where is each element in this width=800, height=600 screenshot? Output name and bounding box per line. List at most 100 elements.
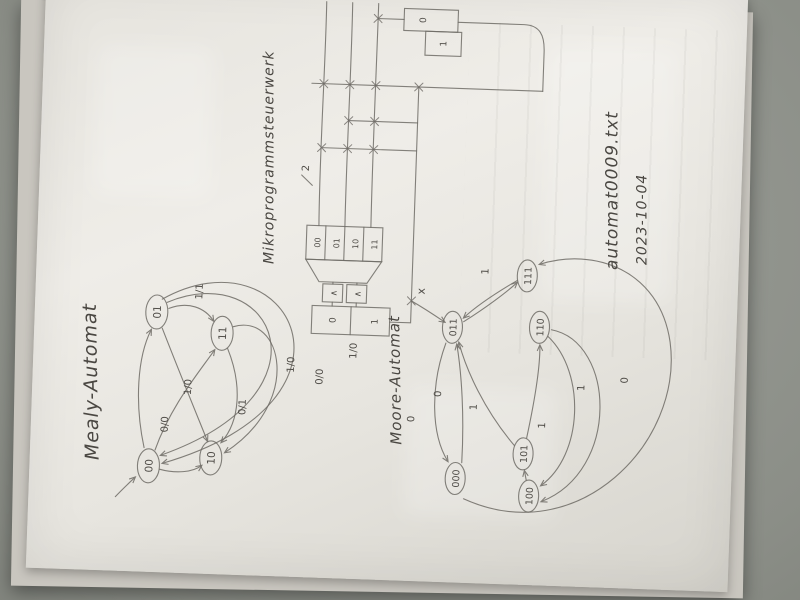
moore-title: Moore-Automat	[385, 315, 405, 445]
mealy-state-00	[136, 448, 160, 484]
bus-line	[370, 2, 380, 228]
filename-note: automat0009.txt	[603, 111, 623, 270]
microprogram-circuit: Mikroprogrammsteuerwerk 00	[262, 1, 545, 337]
register-bit-label: 0	[329, 317, 339, 323]
mealy-edge-label: 1/0	[286, 356, 298, 372]
moore-state-110	[528, 310, 551, 344]
mealy-edge-label: 1/0	[348, 343, 360, 359]
circuit-title: Mikroprogrammsteuerwerk	[262, 50, 278, 264]
moore-edge-label: 1	[537, 422, 548, 429]
moore-edge	[434, 342, 449, 463]
mealy-edge-arc	[223, 324, 278, 454]
x-mark	[342, 143, 353, 154]
register-bit-label: 1	[371, 319, 381, 325]
moore-edge	[462, 279, 518, 319]
decoder-cell-label: 10	[351, 239, 360, 249]
moore-state-011	[441, 310, 464, 344]
mealy-edge	[168, 304, 215, 323]
mealy-state-10-label: 10	[206, 451, 218, 465]
decoder-cell-label: 00	[313, 237, 322, 247]
mealy-diagram: Mealy-Automat 00 01 10 11	[79, 281, 360, 498]
moore-diagram: Moore-Automat x 011 000 111 110 101 100	[385, 258, 672, 513]
moore-edge	[539, 336, 576, 487]
x-mark	[317, 143, 327, 153]
handwritten-content-svg: Mealy-Automat 00 01 10 11	[79, 1, 672, 513]
mealy-edge-label: 0/0	[314, 368, 326, 384]
bus-line	[344, 2, 354, 228]
moore-edge-label: 1	[480, 268, 491, 275]
bus-width-label: 2	[301, 165, 312, 172]
wire	[321, 147, 418, 152]
moore-state-000-label: 000	[451, 469, 463, 488]
moore-edge	[457, 340, 515, 447]
moore-edge-label: 1	[469, 404, 480, 411]
moore-input-arrow	[410, 300, 447, 324]
and-gate-label: ∧	[329, 290, 339, 297]
register-divider	[349, 306, 352, 336]
flipflop-bit-label: 0	[419, 17, 429, 23]
mealy-edge-arc	[160, 281, 295, 465]
mealy-edge-label: 0/0	[160, 416, 172, 432]
moore-edge-loop	[462, 258, 672, 513]
x-mark	[345, 79, 355, 90]
date-note: 2023-10-04	[635, 174, 651, 265]
moore-state-110-label: 110	[535, 318, 547, 337]
mealy-title: Mealy-Automat	[79, 302, 104, 460]
handwritten-content: Mealy-Automat 00 01 10 11	[26, 0, 748, 575]
feedback-wire	[457, 21, 545, 92]
mealy-edge-arc	[159, 292, 272, 457]
x-mark	[414, 82, 424, 92]
wire	[348, 120, 419, 124]
moore-state-111	[516, 259, 538, 293]
junction-x-marks	[317, 13, 424, 306]
mealy-start-arrow	[114, 476, 137, 498]
moore-edge	[463, 281, 519, 323]
moore-edge-label: 0	[433, 390, 444, 397]
moore-edge	[454, 342, 464, 464]
moore-state-011-label: 011	[448, 318, 460, 337]
moore-edge-label: 1	[576, 384, 587, 391]
bus-line	[318, 1, 328, 227]
mealy-edge-label: 1/0	[183, 379, 195, 395]
mealy-state-11	[210, 315, 234, 351]
moore-state-000	[444, 461, 466, 496]
moore-edge-label: 0	[406, 416, 417, 423]
x-mark	[369, 116, 380, 127]
gate-wires	[331, 281, 358, 308]
flipflop-box	[403, 7, 460, 33]
moore-edge	[522, 469, 529, 481]
moore-state-100-label: 100	[524, 487, 536, 506]
bus-width-slash	[301, 174, 313, 186]
mealy-state-10	[199, 440, 223, 476]
mealy-state-01-label: 01	[152, 305, 164, 319]
mealy-edge	[137, 328, 153, 449]
moore-edge-label: 0	[620, 377, 631, 384]
moore-edge-loop	[539, 329, 601, 503]
x-mark	[368, 144, 379, 155]
mealy-edge	[220, 347, 238, 444]
x-mark	[319, 79, 329, 89]
flipflop-bit-label: 1	[439, 41, 449, 47]
decoder-cell-label: 01	[332, 238, 341, 248]
mux-trapezoid	[304, 258, 383, 284]
decoder-cell-label: 11	[370, 239, 379, 249]
mealy-edge	[158, 464, 204, 473]
x-mark	[371, 80, 381, 91]
wire	[377, 17, 405, 20]
mealy-edge-label: 0/1	[237, 399, 249, 415]
mealy-state-11-label: 11	[217, 326, 229, 340]
mealy-edge	[154, 348, 216, 451]
mealy-edge	[161, 327, 209, 443]
and-gate-label: ∧	[353, 291, 363, 298]
feedback-wire	[389, 86, 420, 324]
moore-edge	[526, 343, 544, 439]
footer-notes: automat0009.txt 2023-10-04	[603, 111, 651, 270]
mealy-state-01	[145, 294, 169, 330]
decoder-dividers	[324, 225, 365, 262]
mealy-edge-label: 1/1	[194, 283, 206, 299]
mealy-state-00-label: 00	[143, 459, 155, 473]
flipflop-box	[424, 30, 463, 58]
x-mark	[373, 13, 383, 24]
moore-input-label: x	[415, 287, 428, 294]
